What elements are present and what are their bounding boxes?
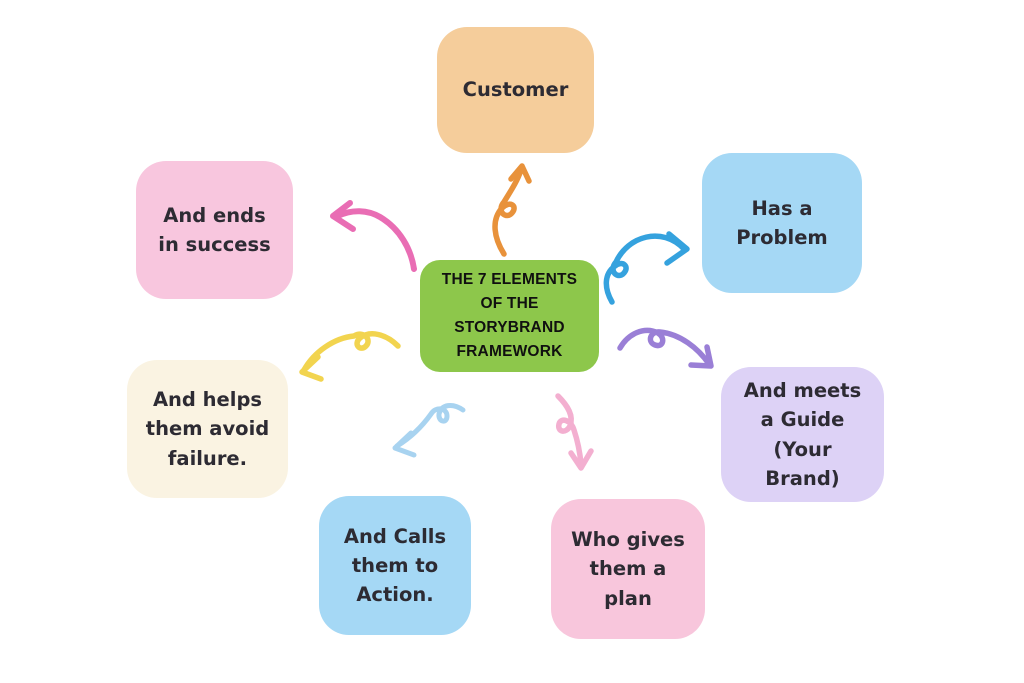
curly-arrow-down-right-icon — [616, 322, 721, 377]
node-label: Has a Problem — [736, 196, 828, 249]
node-has-a-problem: Has a Problem — [702, 153, 862, 293]
curly-arrow-down-icon — [544, 392, 599, 482]
node-label: And ends in success — [158, 203, 271, 256]
node-label: And Calls them to Action. — [343, 524, 447, 607]
node-ends-in-success: And ends in success — [136, 161, 293, 299]
node-calls-to-action: And Calls them to Action. — [319, 496, 471, 635]
curly-arrow-up-icon — [478, 158, 538, 258]
node-avoid-failure: And helps them avoid failure. — [127, 360, 288, 498]
curly-arrow-left-icon — [292, 326, 402, 386]
node-label: Who gives them a plan — [571, 528, 685, 610]
node-gives-a-plan: Who gives them a plan — [551, 499, 705, 639]
node-customer: Customer — [437, 27, 594, 153]
curly-arrow-right-icon — [600, 224, 695, 309]
curly-arrow-down-left-icon — [383, 398, 468, 458]
node-label: And helps them avoid failure. — [145, 388, 270, 470]
node-label: Customer — [462, 78, 569, 102]
center-title-box: THE 7 ELEMENTS OF THE STORYBRAND FRAMEWO… — [420, 260, 599, 372]
node-meets-a-guide: And meets a Guide (Your Brand) — [721, 367, 884, 502]
node-label: And meets a Guide (Your Brand) — [743, 379, 862, 490]
diagram-title: THE 7 ELEMENTS OF THE STORYBRAND FRAMEWO… — [441, 270, 578, 361]
curly-arrow-up-left-icon — [322, 197, 422, 272]
